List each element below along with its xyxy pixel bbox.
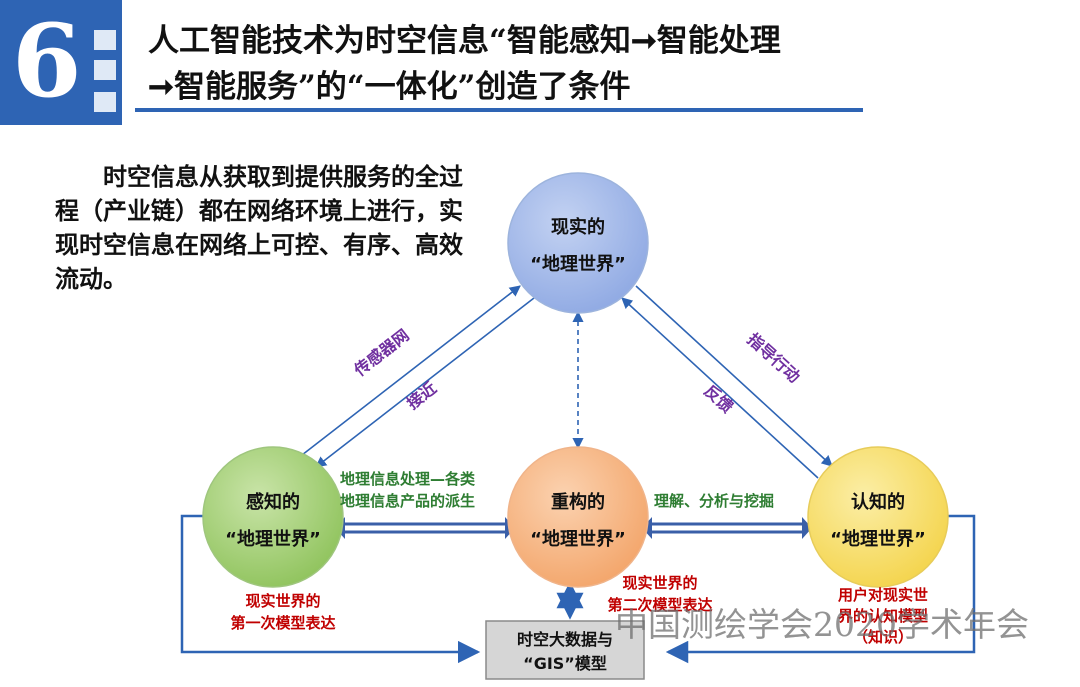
node-perceived-world: 感知的 “地理世界” [202,446,344,588]
node-perceived-sublabel: “地理世界” [225,528,321,550]
conference-watermark: 中国测绘学会2020学术年会 [615,605,1029,644]
label-user-model-2: 界的认知模型 [838,607,928,625]
label-user-model-3: （知识） [853,628,913,646]
node-reconstructed-label: 重构的 [551,491,605,513]
label-approach: 接近 [403,378,440,413]
arrow-reconstructed-cognized [642,517,812,539]
loop-perceived-to-box [180,514,481,664]
label-user-model-1: 用户对现实世 [838,586,928,604]
label-feedback: 反馈 [700,381,737,417]
node-perceived-label: 感知的 [246,491,300,513]
section-badge: 6 [0,0,122,125]
badge-decoration [94,30,116,50]
section-number: 6 [12,2,82,120]
label-second-expression-1: 现实世界的 [622,574,697,592]
arrow-perceived-reconstructed [335,517,515,539]
label-understanding: 理解、分析与挖掘 [654,492,774,510]
label-guide-action: 指导行动 [744,329,804,386]
label-second-expression-2: 第二次模型表达 [607,596,712,614]
badge-decoration [94,60,116,80]
box-line-1: 时空大数据与 [517,630,613,649]
node-cognized-label: 认知的 [851,491,905,513]
arrow-cognized-to-real [621,297,819,479]
title-underline [135,108,863,112]
node-reconstructed-sublabel: “地理世界” [530,528,626,550]
node-cognized-world: 认知的 “地理世界” [807,446,949,588]
page-title: 人工智能技术为时空信息“智能感知➞智能处理 ➞智能服务”的“一体化”创造了条件 [148,18,1048,110]
node-real-label: 现实的 [551,216,605,238]
node-cognized-sublabel: “地理世界” [830,528,926,550]
arrow-perceived-to-real [301,285,521,456]
bigdata-gis-box: 时空大数据与 “GIS”模型 [485,620,645,680]
intro-paragraph: 时空信息从获取到提供服务的全过程（产业链）都在网络环境上进行，实现时空信息在网络… [55,163,463,293]
box-line-2: “GIS”模型 [523,654,607,673]
node-real-sublabel: “地理世界” [530,253,626,275]
node-real-world: 现实的 “地理世界” [507,172,649,314]
title-line-1: 人工智能技术为时空信息“智能感知➞智能处理 [148,23,781,59]
badge-decoration [94,92,116,112]
label-first-expression-1: 现实世界的 [245,592,320,610]
title-line-2: ➞智能服务”的“一体化”创造了条件 [148,69,631,105]
node-reconstructed-world: 重构的 “地理世界” [507,446,649,588]
arrow-real-to-perceived [315,297,535,468]
arrow-real-to-cognized [635,285,833,467]
label-sensor-network: 传感器网 [350,325,413,380]
label-first-expression-2: 第一次模型表达 [230,614,335,632]
label-geo-processing-2: 地理信息产品的派生 [340,492,475,510]
loop-cognized-to-box [665,514,976,664]
label-geo-processing-1: 地理信息处理—各类 [340,470,476,488]
